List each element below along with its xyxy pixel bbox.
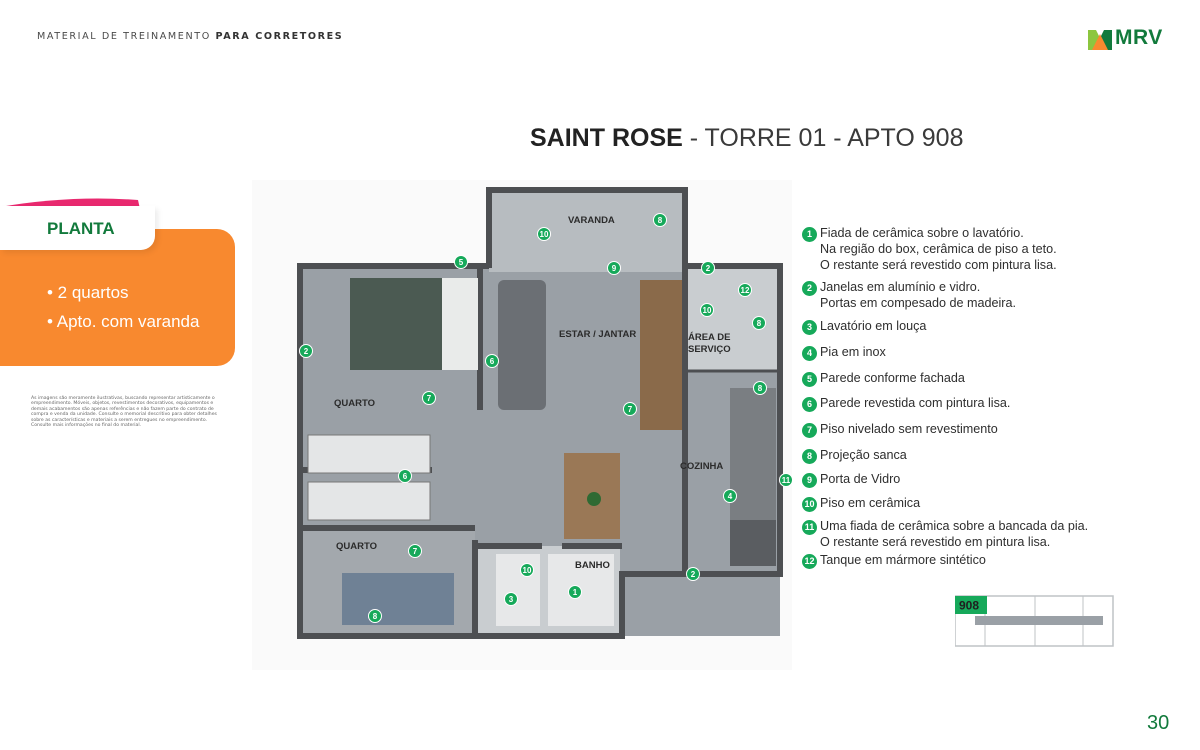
- plan-marker-dot: [623, 402, 637, 416]
- room-label-area-2: SERVIÇO: [688, 344, 731, 355]
- mrv-logo: MRV: [1088, 26, 1172, 51]
- plan-marker-dot: [753, 381, 767, 395]
- plan-marker-number: 8: [757, 319, 762, 328]
- room-label-varanda: VARANDA: [568, 215, 615, 226]
- plan-marker-dot: [568, 585, 582, 599]
- plan-marker-number: 2: [706, 264, 711, 273]
- plan-marker-number: 9: [612, 264, 617, 273]
- plan-marker-number: 12: [741, 286, 750, 295]
- plan-marker-dot: [752, 316, 766, 330]
- room-label-quarto-1: QUARTO: [334, 398, 375, 409]
- plan-marker-dot: [398, 469, 412, 483]
- plan-marker-number: 10: [703, 306, 712, 315]
- info-card: [0, 229, 235, 366]
- plan-marker-number: 6: [490, 357, 495, 366]
- feature-item: • Apto. com varanda: [47, 312, 200, 331]
- plan-marker-number: 3: [509, 595, 514, 604]
- plan-marker-dot: [520, 563, 534, 577]
- plan-marker-number: 8: [373, 612, 378, 621]
- plan-marker-number: 7: [413, 547, 418, 556]
- plan-marker-number: 2: [304, 347, 309, 356]
- unit-label: 908: [959, 599, 979, 613]
- floor-plan: VARANDA ESTAR / JANTAR ÁREA DE SERVIÇO Q…: [252, 180, 792, 670]
- plan-marker-dot: [779, 473, 792, 487]
- room-label-banho: BANHO: [575, 560, 610, 571]
- plan-marker-dot: [368, 609, 382, 623]
- plan-marker-dot: [537, 227, 551, 241]
- feature-list: • 2 quartos • Apto. com varanda: [47, 278, 199, 336]
- plan-marker-dot: [408, 544, 422, 558]
- plan-marker-number: 2: [691, 570, 696, 579]
- plan-marker-dot: [738, 283, 752, 297]
- plan-marker-number: 4: [728, 492, 733, 501]
- plan-marker-dot: [653, 213, 667, 227]
- logo-mark-icon: [1088, 30, 1112, 50]
- plan-marker-number: 6: [403, 472, 408, 481]
- disclaimer-text: As imagens são meramente ilustrativas, b…: [31, 396, 217, 429]
- plan-marker-number: 10: [523, 566, 532, 575]
- page-number: 30: [1147, 712, 1170, 734]
- room-label-estar: ESTAR / JANTAR: [559, 329, 636, 340]
- plan-marker-dot: [422, 391, 436, 405]
- header-text: MATERIAL DE TREINAMENTO PARA CORRETORES: [37, 31, 344, 42]
- furniture: [307, 278, 776, 626]
- plan-marker-number: 10: [540, 230, 549, 239]
- plan-marker-number: 7: [427, 394, 432, 403]
- plan-marker-dot: [686, 567, 700, 581]
- key-plan: 908: [955, 595, 1114, 647]
- plan-marker-dot: [723, 489, 737, 503]
- plan-marker-dot: [299, 344, 313, 358]
- room-label-cozinha: COZINHA: [680, 461, 723, 472]
- plan-marker-dot: [607, 261, 621, 275]
- plan-marker-dot: [504, 592, 518, 606]
- plan-marker-dot: [454, 255, 468, 269]
- plan-marker-number: 8: [758, 384, 763, 393]
- room-label-area-1: ÁREA DE: [688, 332, 730, 343]
- plan-marker-number: 11: [782, 476, 791, 485]
- planta-tab: PLANTA: [0, 206, 155, 250]
- page-title: SAINT ROSE - TORRE 01 - APTO 908: [530, 124, 964, 152]
- logo-text: MRV: [1115, 26, 1163, 49]
- room-label-quarto-2: QUARTO: [336, 541, 377, 552]
- planta-label: PLANTA: [47, 219, 115, 238]
- plan-marker-number: 8: [658, 216, 663, 225]
- plan-marker-dot: [701, 261, 715, 275]
- plan-marker-dot: [485, 354, 499, 368]
- plan-marker-number: 7: [628, 405, 633, 414]
- plan-marker-number: 1: [573, 588, 578, 597]
- plan-marker-number: 5: [459, 258, 464, 267]
- plan-marker-dot: [700, 303, 714, 317]
- feature-item: • 2 quartos: [47, 283, 129, 302]
